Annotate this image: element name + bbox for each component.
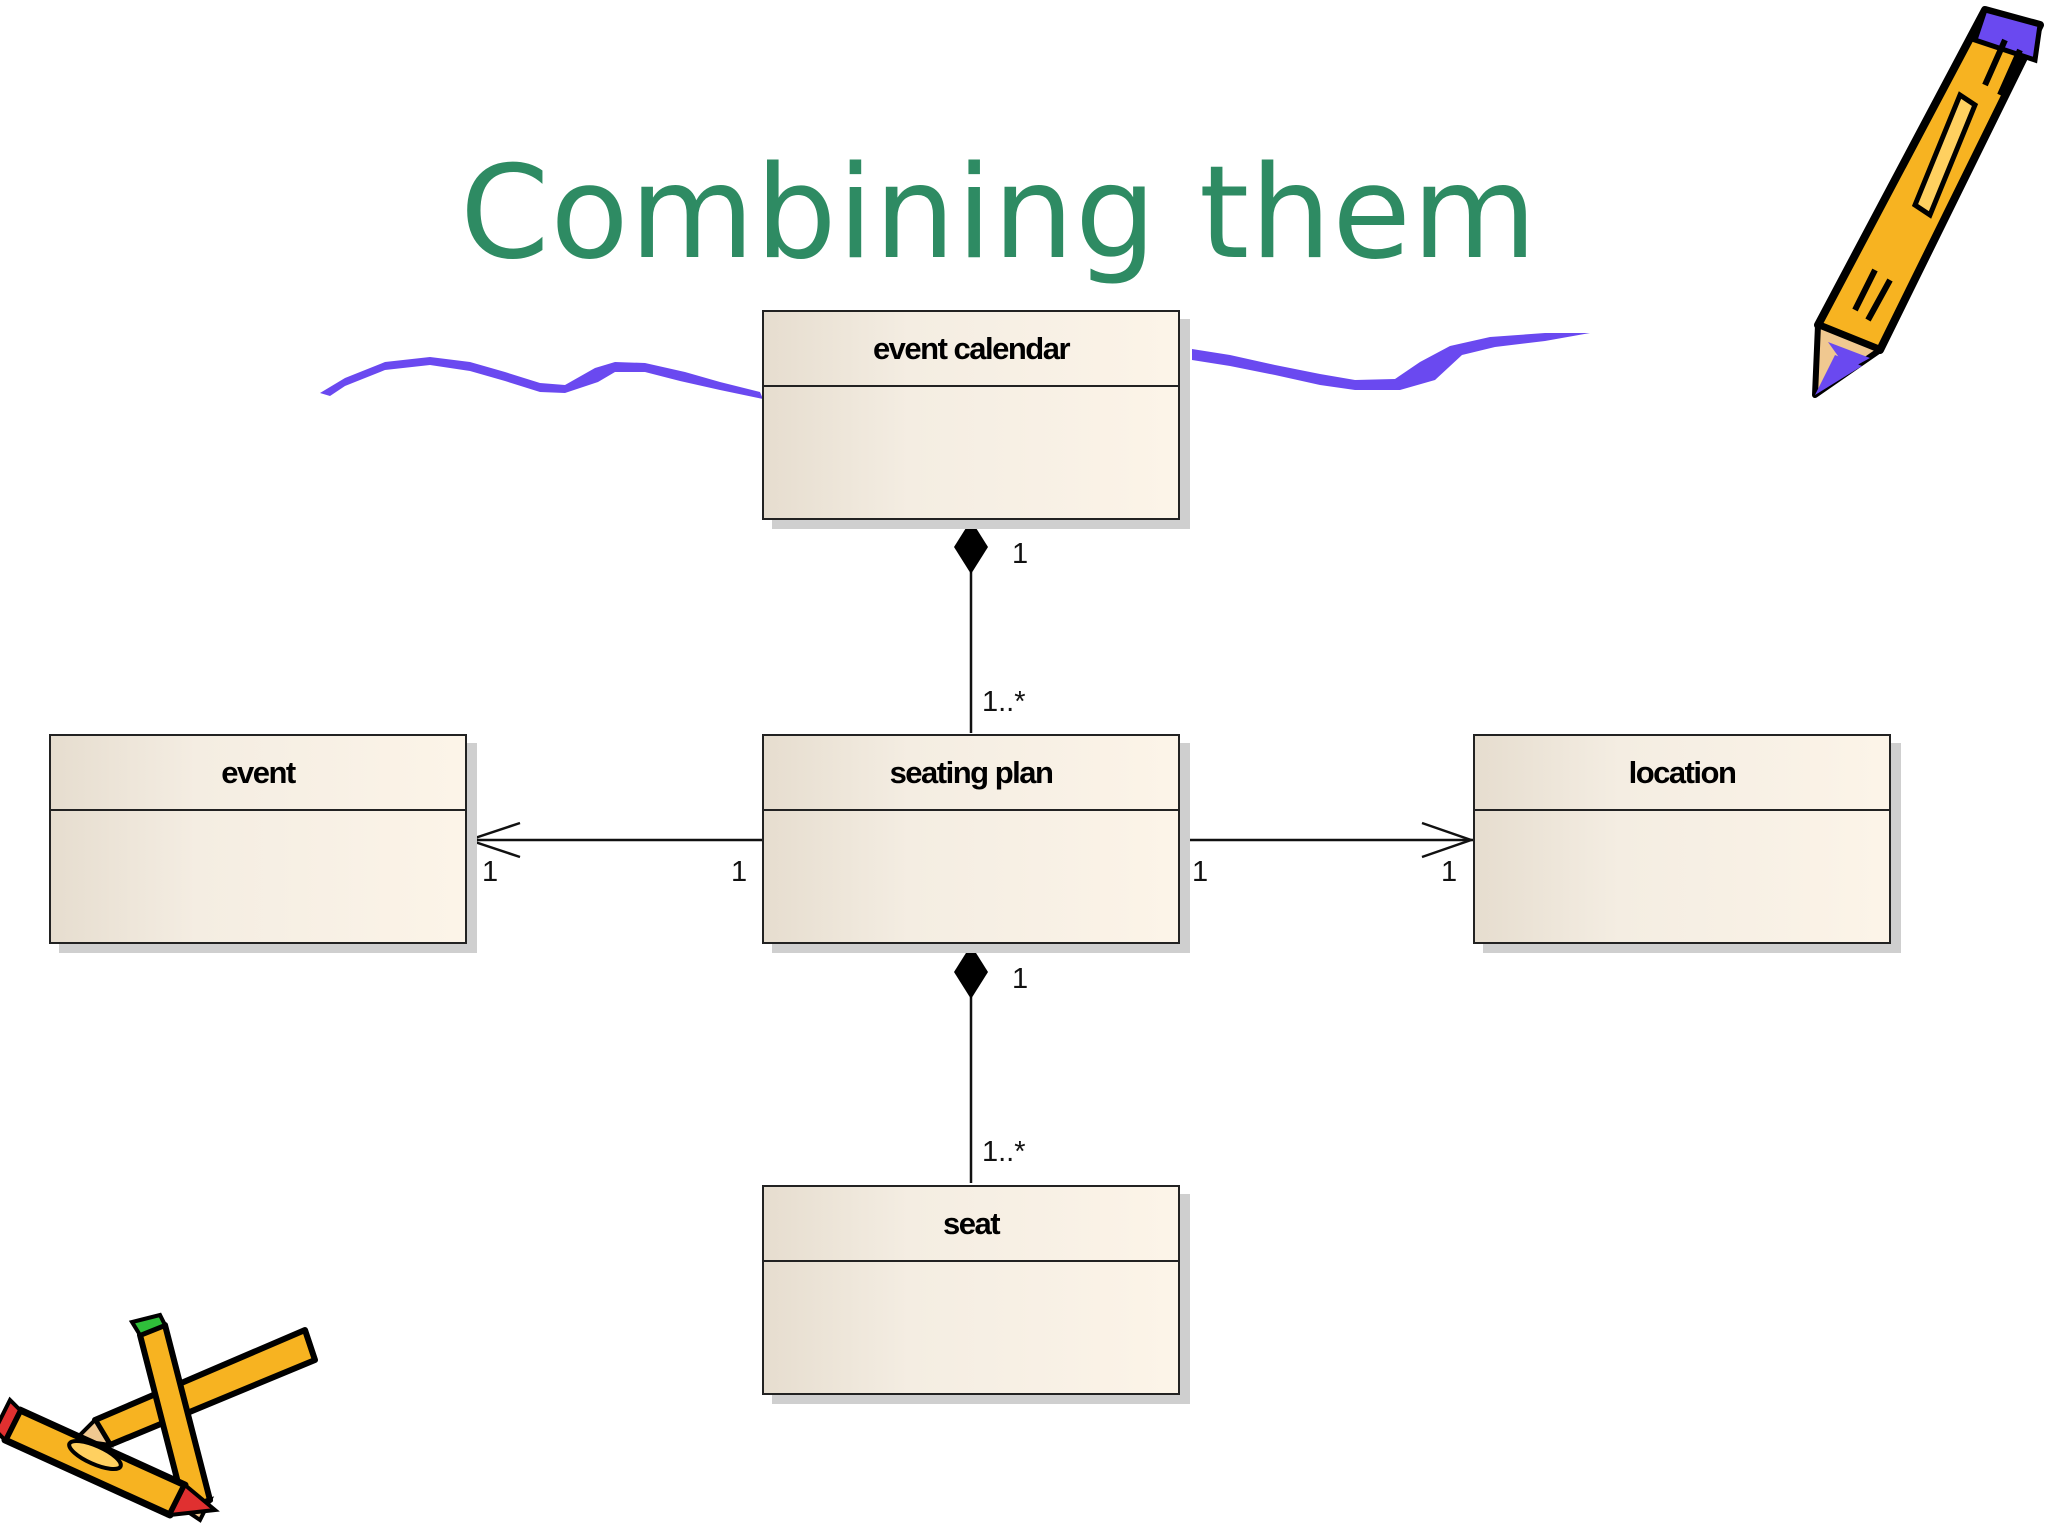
squiggle-line-left	[320, 357, 763, 399]
mult-calendar-whole: 1	[1012, 538, 1029, 570]
slide-title: Combining them	[460, 139, 1538, 288]
class-location[interactable]: location	[1473, 734, 1891, 944]
class-name: seat	[764, 1187, 1178, 1262]
class-event-calendar[interactable]: event calendar	[762, 310, 1180, 520]
class-name: location	[1475, 736, 1889, 811]
class-name: seating plan	[764, 736, 1178, 811]
mult-event-source: 1	[731, 856, 748, 888]
mult-location-target: 1	[1441, 856, 1458, 888]
squiggle-line-right	[1192, 333, 1590, 390]
arrowhead-location	[1421, 821, 1475, 859]
mult-seat-part: 1..*	[982, 1136, 1026, 1168]
arrowhead-event	[465, 821, 521, 859]
mult-event-target: 1	[482, 856, 499, 888]
composition-diamond-calendar	[954, 520, 988, 574]
class-event[interactable]: event	[49, 734, 467, 944]
class-seat[interactable]: seat	[762, 1185, 1180, 1395]
composition-diamond-plan	[954, 945, 988, 999]
mult-location-source: 1	[1192, 856, 1209, 888]
class-name: event calendar	[764, 312, 1178, 387]
pencil-icon	[1812, 6, 2044, 398]
mult-calendar-part: 1..*	[982, 686, 1026, 718]
crossed-pencils-icon	[0, 1312, 318, 1523]
mult-seat-whole: 1	[1012, 963, 1029, 995]
class-name: event	[51, 736, 465, 811]
class-seating-plan[interactable]: seating plan	[762, 734, 1180, 944]
